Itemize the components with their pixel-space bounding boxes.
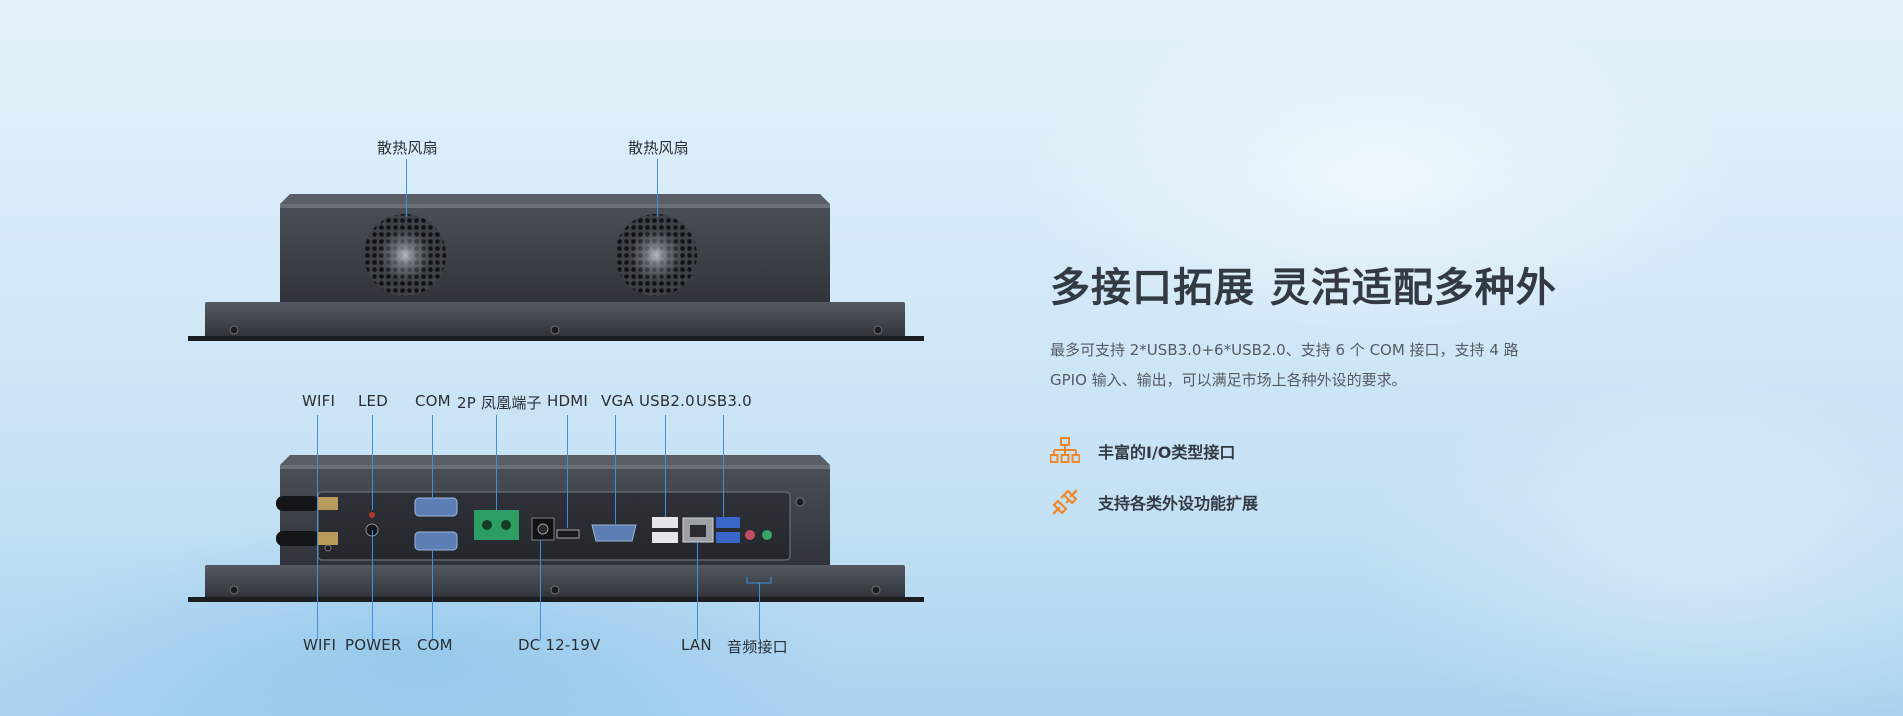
com-pointer-line: [432, 415, 433, 500]
feature-item-expansion: 支持各类外设功能扩展: [1050, 487, 1258, 517]
plug-connector-icon: [1050, 487, 1080, 517]
fan-label-1: 散热风扇: [377, 139, 438, 157]
power-pointer-line: [372, 530, 373, 640]
top-device: [188, 194, 924, 341]
hdmi-pointer-line: [567, 415, 568, 528]
label-led: LED: [358, 392, 388, 410]
dc-pointer-line: [540, 540, 541, 640]
label-usb2: USB2.0: [639, 392, 695, 410]
label-com-bottom: COM: [417, 636, 453, 654]
label-vga: VGA: [601, 392, 634, 410]
lan-pointer-line: [697, 542, 698, 640]
label-phoenix: 2P 凤凰端子: [457, 394, 542, 412]
label-power: POWER: [345, 636, 402, 654]
fan-label-2: 散热风扇: [628, 139, 689, 157]
usb2-pointer-line: [665, 415, 666, 517]
label-audio: 音频接口: [727, 638, 788, 656]
fan-pointer-line-2: [657, 159, 658, 217]
feature-label-io: 丰富的I/O类型接口: [1098, 443, 1236, 462]
led-pointer-line: [372, 415, 373, 510]
label-lan: LAN: [681, 636, 712, 654]
wifi2-pointer-line: [317, 450, 318, 640]
com2-pointer-line: [432, 550, 433, 640]
usb3-pointer-line: [723, 415, 724, 517]
content-panel: 多接口拓展 灵活适配多种外 最多可支持 2*USB3.0+6*USB2.0、支持…: [1050, 255, 1557, 395]
label-wifi-top: WIFI: [302, 392, 336, 410]
description-text: 最多可支持 2*USB3.0+6*USB2.0、支持 6 个 COM 接口，支持…: [1050, 341, 1519, 389]
label-wifi-bottom: WIFI: [303, 636, 337, 654]
bottom-device: [188, 455, 924, 602]
label-usb3: USB3.0: [696, 392, 752, 410]
feature-item-io: 丰富的I/O类型接口: [1050, 436, 1235, 466]
label-hdmi: HDMI: [547, 392, 588, 410]
phoenix-pointer-line: [496, 415, 497, 510]
vga-pointer-line: [615, 415, 616, 525]
label-com-top: COM: [415, 392, 451, 410]
page-title: 多接口拓展 灵活适配多种外: [1050, 265, 1557, 311]
fan-pointer-line-1: [406, 159, 407, 217]
label-dc: DC 12-19V: [518, 636, 601, 654]
network-hierarchy-icon: [1050, 436, 1080, 466]
feature-label-expansion: 支持各类外设功能扩展: [1098, 494, 1259, 513]
audio-pointer-line: [759, 583, 760, 640]
